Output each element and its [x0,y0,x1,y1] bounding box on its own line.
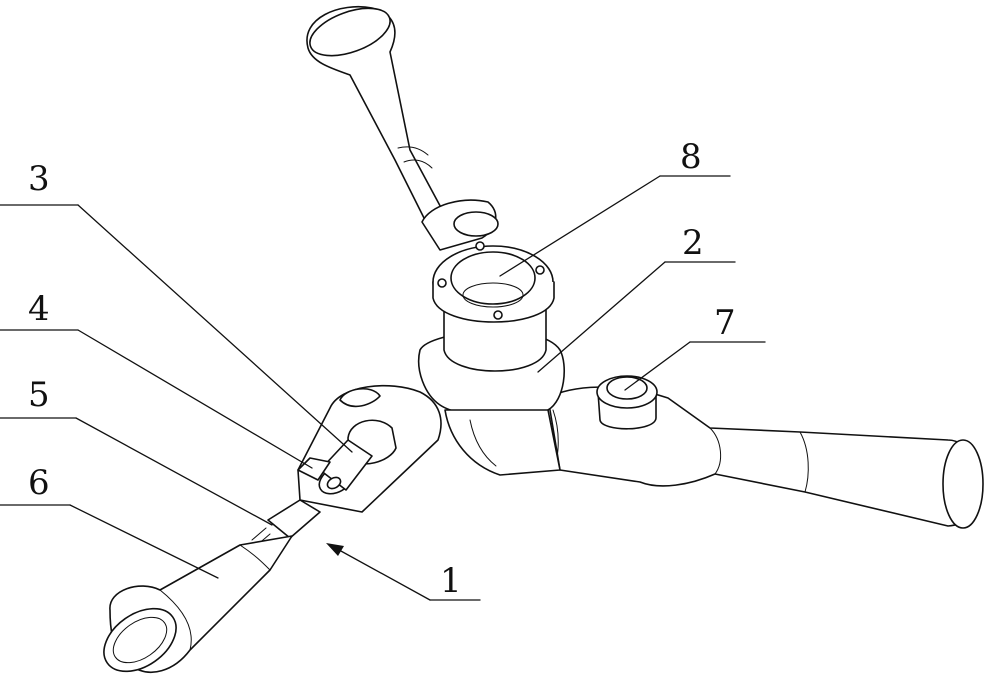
flange-8 [432,241,555,372]
reference-numerals: 8 2 7 3 4 5 6 1 [28,137,736,601]
label-2: 2 [682,223,704,263]
label-6: 6 [28,463,50,503]
leader-5 [75,417,273,526]
leader-3 [77,204,353,453]
label-8: 8 [680,137,702,177]
leader-lines [0,175,766,601]
leader-8 [499,175,661,277]
upper-arm [306,6,499,251]
leader-7 [624,341,691,391]
leader-6 [69,504,219,579]
label-3: 3 [28,159,50,199]
leader-1-arrowhead [326,543,344,556]
label-7: 7 [714,303,736,343]
leader-2 [537,261,666,373]
lower-arm [103,384,442,674]
port-7 [596,375,658,430]
label-4: 4 [28,289,50,329]
leader-4 [77,329,313,469]
label-5: 5 [28,375,50,415]
leader-1 [329,544,431,601]
label-1: 1 [440,561,462,601]
